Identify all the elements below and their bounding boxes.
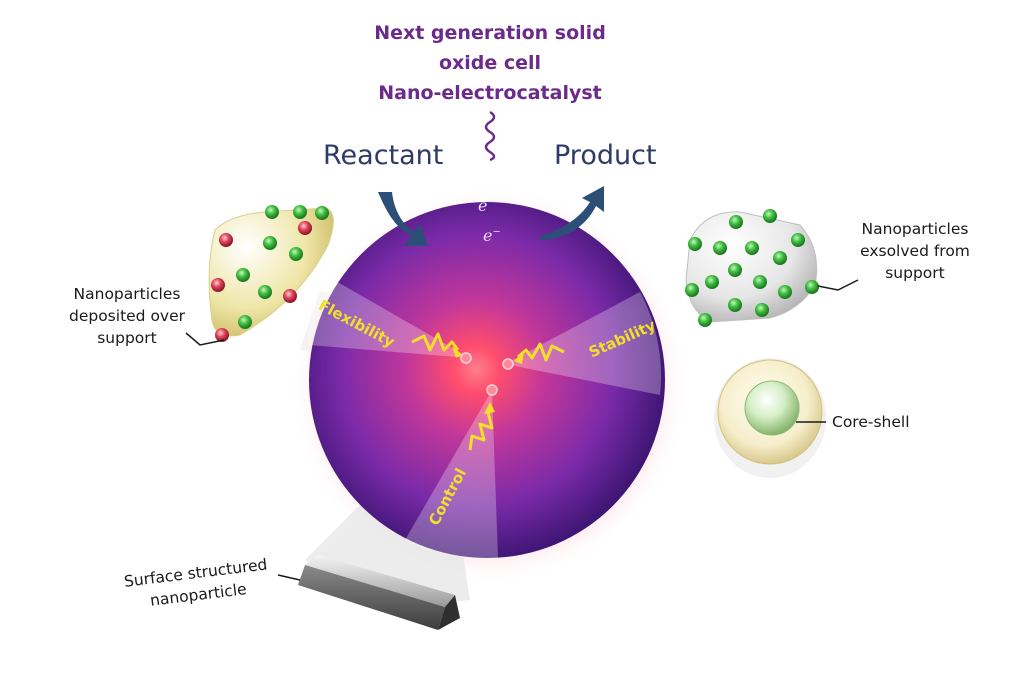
exsolved-label-line-3: support: [885, 264, 945, 282]
reactant-arrow-icon: [378, 192, 428, 246]
deposited-label-line-1: Nanoparticles: [73, 285, 181, 303]
reactant-label: Reactant: [323, 140, 444, 171]
electron-1: e−: [478, 196, 496, 215]
stability-sector: [505, 292, 662, 395]
active-site: [460, 352, 472, 364]
electron-2: e−: [483, 226, 501, 245]
active-site: [502, 358, 514, 370]
exsolved-support: [685, 209, 819, 327]
deposited-support: [208, 205, 334, 342]
exsolved-label-line-1: Nanoparticles: [861, 220, 969, 238]
exsolved-label-line-2: exsolved from: [860, 242, 970, 260]
title-line-2: oxide cell: [438, 52, 542, 74]
core-shell-label: Core-shell: [832, 413, 910, 431]
active-site: [486, 384, 498, 396]
control-sector: [405, 390, 498, 559]
deposited-label: Nanoparticles deposited over support: [52, 283, 202, 349]
zigzag-arrows: [411, 332, 565, 451]
deposited-label-line-2: deposited over: [68, 307, 186, 325]
zigzag-arrowheads: [452, 346, 524, 414]
product-label: Product: [554, 140, 657, 171]
structured-nanoparticle: [298, 555, 460, 630]
sphere: [309, 202, 665, 558]
product-arrow-icon: [540, 186, 604, 240]
title-line-3: Nano-electrocatalyst: [378, 82, 602, 104]
wavy-line-icon: [484, 110, 496, 162]
leader-lines: [185, 279, 859, 581]
deposited-label-line-3: support: [97, 329, 157, 347]
flexibility-sector: [308, 272, 470, 358]
core-shell-core: [744, 380, 800, 436]
exsolved-label: Nanoparticles exsolved from support: [840, 218, 990, 284]
title-line-1: Next generation solid: [374, 22, 606, 44]
